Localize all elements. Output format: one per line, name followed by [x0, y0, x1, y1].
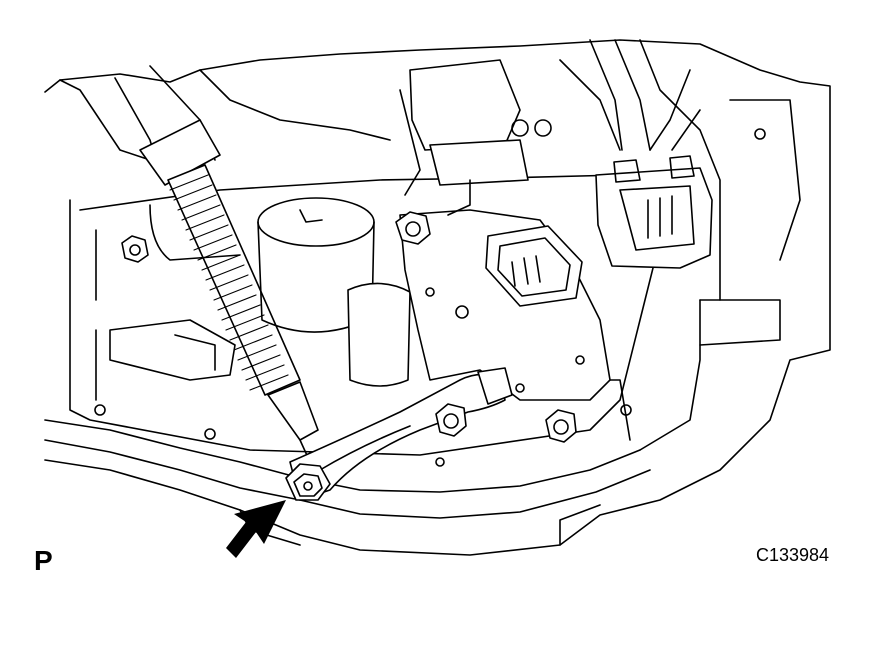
figure-code: C133984 [756, 545, 830, 565]
switch-bolt-right [545, 409, 577, 443]
side-connector [589, 39, 713, 269]
shift-cable [114, 65, 319, 463]
round-housing [109, 197, 411, 387]
pointer-arrow [226, 500, 286, 558]
switch-bolt-center [435, 403, 467, 437]
upper-connector [409, 59, 552, 216]
case-bolt-upper-left [121, 235, 149, 263]
park-neutral-switch [399, 209, 611, 401]
switch-bolt-upper [395, 211, 431, 245]
view-label: P [34, 545, 53, 576]
lever-nut [285, 463, 331, 501]
transmission-case [44, 39, 831, 556]
case-holes [94, 128, 766, 467]
